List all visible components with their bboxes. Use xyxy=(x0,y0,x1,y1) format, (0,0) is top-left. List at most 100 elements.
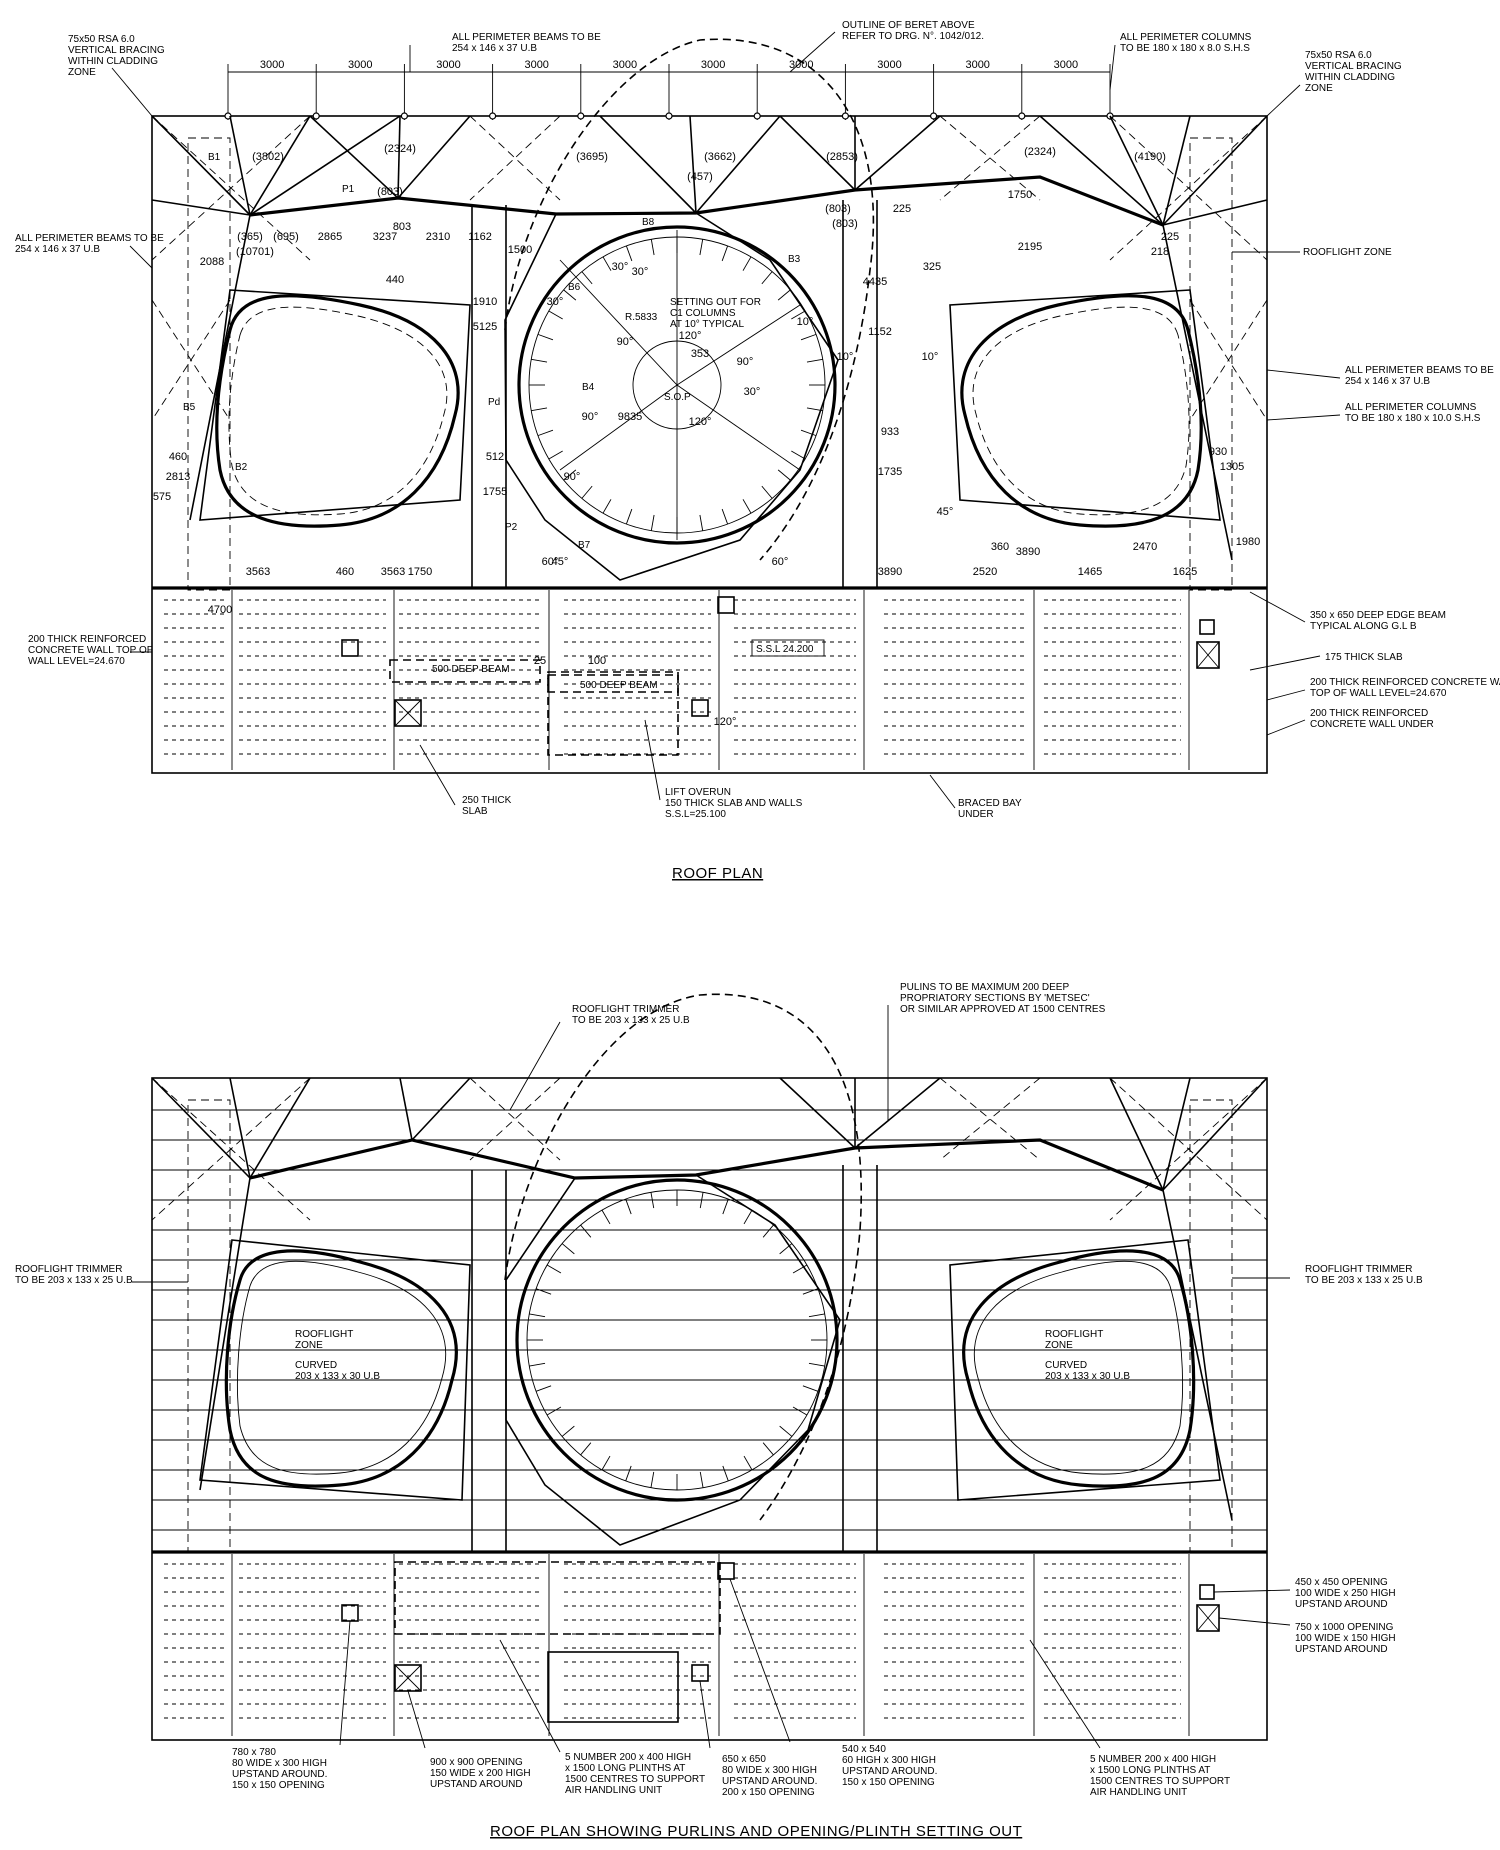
bottom-central-ring xyxy=(515,1178,839,1502)
dimension-label: 45° xyxy=(937,506,954,518)
top-dashed-bracing xyxy=(151,115,1268,421)
bottom-opening-450 xyxy=(1199,1584,1215,1600)
bottom-opening-450-l1: 450 x 450 OPENING xyxy=(1295,1577,1388,1588)
bottom-trimmer-left-l2: TO BE 203 x 133 x 25 U.B xyxy=(15,1275,133,1286)
member-mark: B2 xyxy=(235,462,248,473)
bottom-opening-650-l2: 80 WIDE x 300 HIGH xyxy=(722,1765,817,1776)
ring-tick xyxy=(699,1192,704,1209)
ring-tick xyxy=(808,1313,825,1318)
dimension-label: 90° xyxy=(617,336,634,348)
ring-tick xyxy=(650,514,655,531)
dimension-label: 90° xyxy=(582,411,599,423)
dimension-label: 1500 xyxy=(508,244,532,256)
ring-tick xyxy=(779,1243,793,1255)
bottom-opening-450-l2: 100 WIDE x 250 HIGH xyxy=(1295,1588,1396,1599)
top-dimension-labels: (3802)(2324)(3695)(457)(3662)(2853)(2324… xyxy=(153,143,1260,728)
ring-tick xyxy=(721,508,729,525)
dimension-label: 120° xyxy=(689,416,712,428)
dimension-label: 30° xyxy=(612,261,629,273)
perimeter-column xyxy=(841,112,850,120)
top-beam-500-a-label: 500 DEEP BEAM xyxy=(432,664,510,675)
perimeter-column xyxy=(489,112,497,120)
bottom-labels: ROOFLIGHT TRIMMER TO BE 203 x 133 x 25 U… xyxy=(15,982,1423,1840)
dimension-label: 120° xyxy=(714,716,737,728)
member-mark: B7 xyxy=(578,540,591,551)
top-perim-beams-left-l2: 254 x 146 x 37 U.B xyxy=(15,244,100,255)
perimeter-column xyxy=(929,112,938,120)
ring-tick xyxy=(650,1192,655,1209)
top-central-polygon xyxy=(504,212,839,581)
dimension-label: 1152 xyxy=(868,326,892,338)
roof-plan-purlins: ROOFLIGHT TRIMMER TO BE 203 x 133 x 25 U… xyxy=(15,982,1423,1840)
bottom-opening-900-l3: UPSTAND AROUND xyxy=(430,1779,523,1790)
top-rooflight-right xyxy=(960,294,1203,528)
bottom-plinths-b-l1: 5 NUMBER 200 x 400 HIGH xyxy=(1090,1754,1216,1765)
dimension-label: 1910 xyxy=(473,296,497,308)
dimension-label: (457) xyxy=(687,171,713,183)
bottom-opening-780-l2: 80 WIDE x 300 HIGH xyxy=(232,1758,327,1769)
dimension-label: 3563 xyxy=(246,566,270,578)
ring-tick xyxy=(563,289,577,301)
ring-tick xyxy=(699,1471,704,1488)
bottom-curved-left-l1: CURVED xyxy=(295,1360,337,1371)
top-edge-beam-l1: 350 x 650 DEEP EDGE BEAM xyxy=(1310,610,1446,621)
ring-tick xyxy=(722,1198,729,1215)
ring-tick xyxy=(563,469,577,481)
ring-tick xyxy=(601,1209,611,1225)
dimension-label: (3695) xyxy=(576,151,608,163)
bottom-trimmer-right-l2: TO BE 203 x 133 x 25 U.B xyxy=(1305,1275,1423,1286)
ring-tick xyxy=(548,310,563,320)
ring-tick xyxy=(625,245,633,262)
top-slab-250-l1: 250 THICK xyxy=(462,795,512,806)
top-perim-beams-l1: ALL PERIMETER BEAMS TO BE xyxy=(452,32,601,43)
dimension-label: 10° xyxy=(797,316,814,328)
top-opening-540 xyxy=(717,596,735,614)
top-bracing-right-l4: ZONE xyxy=(1305,83,1333,94)
bottom-opening-750-l2: 100 WIDE x 150 HIGH xyxy=(1295,1633,1396,1644)
dimension-label: 2813 xyxy=(166,471,190,483)
dimension-label: 1305 xyxy=(1220,461,1244,473)
ring-tick xyxy=(742,256,752,271)
dimension-label: (2324) xyxy=(384,143,416,155)
dimension-label: 9835 xyxy=(618,411,642,423)
top-opening-900-x2 xyxy=(394,699,422,727)
ring-tick xyxy=(792,1406,808,1416)
ring-tick xyxy=(791,310,806,320)
dimension-label: 360 xyxy=(991,541,1009,553)
ring-tick xyxy=(580,1224,592,1238)
top-opening-650 xyxy=(691,699,709,717)
dimension-label: (4190) xyxy=(1134,151,1166,163)
top-setting-out-lines xyxy=(559,230,801,540)
ring-tick xyxy=(625,1465,632,1482)
bottom-trimmer-left-l1: ROOFLIGHT TRIMMER xyxy=(15,1264,122,1275)
dimension-label: 353 xyxy=(691,348,709,360)
dimension-label: 803 xyxy=(393,221,411,233)
bottom-opening-540 xyxy=(717,1562,735,1580)
bottom-opening-650-l4: 200 x 150 OPENING xyxy=(722,1787,815,1798)
bottom-purlins-l2: PROPRIATORY SECTIONS BY 'METSEC' xyxy=(900,993,1090,1004)
top-bracing-left-l4: ZONE xyxy=(68,67,96,78)
top-perim-cols-right-l1: ALL PERIMETER COLUMNS xyxy=(1345,402,1477,413)
grid-dimension: 3000 xyxy=(789,59,813,71)
bottom-opening-650 xyxy=(691,1664,709,1682)
ring-tick xyxy=(779,1425,793,1437)
ring-tick xyxy=(581,485,593,499)
dimension-label: (803) xyxy=(825,203,851,215)
ring-tick xyxy=(546,1264,562,1274)
top-beam-500-b-label: 500 DEEP BEAM xyxy=(580,680,658,691)
top-bracing-right-l2: VERTICAL BRACING xyxy=(1305,61,1402,72)
top-perim-beams-right-l1: ALL PERIMETER BEAMS TO BE xyxy=(1345,365,1494,376)
bottom-opening-540-l4: 150 x 150 OPENING xyxy=(842,1777,935,1788)
bottom-dashed-bracing xyxy=(151,1077,1268,1221)
top-rooflight-zone-label: ROOFLIGHT ZONE xyxy=(1303,247,1392,258)
member-mark: Pd xyxy=(488,397,500,408)
top-rooflight-left-trimmer xyxy=(199,289,471,521)
top-leader-lines xyxy=(111,31,1341,809)
bottom-curved-right-l1: CURVED xyxy=(1045,1360,1087,1371)
dimension-label: 2470 xyxy=(1133,541,1157,553)
member-mark: B5 xyxy=(183,402,196,413)
dimension-label: 440 xyxy=(386,274,404,286)
ring-tick xyxy=(602,256,612,271)
